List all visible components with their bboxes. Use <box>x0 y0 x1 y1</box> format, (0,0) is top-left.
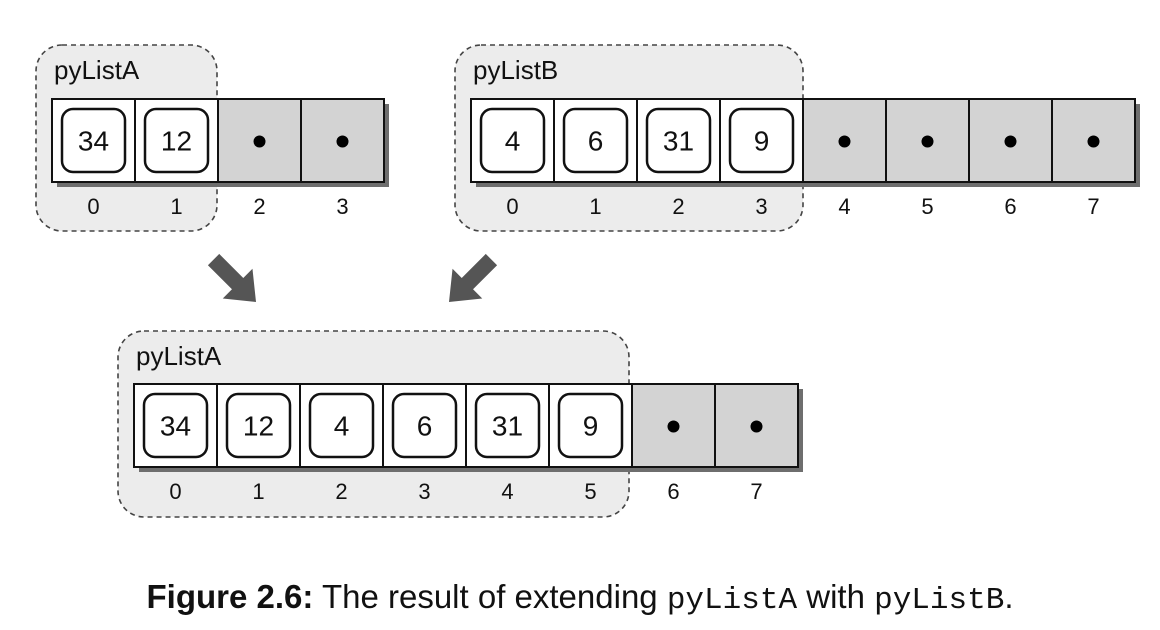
index-label-b-1: 1 <box>589 194 601 219</box>
value-text-a_after-3: 6 <box>417 411 433 442</box>
index-label-a_after-2: 2 <box>335 479 347 504</box>
value-text-a_before-0: 34 <box>78 126 109 157</box>
figure-caption: Figure 2.6: The result of extending pyLi… <box>0 578 1160 618</box>
value-box-a_after-1 <box>225 392 292 459</box>
caption-text-2: with <box>797 578 875 615</box>
index-label-a_after-0: 0 <box>169 479 181 504</box>
null-dot-icon-b-4 <box>838 135 851 148</box>
index-label-a_after-7: 7 <box>750 479 762 504</box>
value-box-a_before-1 <box>143 107 210 174</box>
index-label-a_before-1: 1 <box>170 194 182 219</box>
value-text-a_after-1: 12 <box>243 411 274 442</box>
index-label-a_before-2: 2 <box>253 194 265 219</box>
value-text-a_before-1: 12 <box>161 126 192 157</box>
value-text-a_after-5: 9 <box>583 411 599 442</box>
value-text-b-3: 9 <box>754 126 770 157</box>
index-label-a_after-1: 1 <box>252 479 264 504</box>
index-label-a_after-3: 3 <box>418 479 430 504</box>
index-label-a_after-4: 4 <box>501 479 513 504</box>
null-dot-icon-b-5 <box>921 135 934 148</box>
group-label-b: pyListB <box>473 55 558 85</box>
value-box-b-2 <box>645 107 712 174</box>
caption-code-pylista: pyListA <box>666 583 798 618</box>
index-label-b-0: 0 <box>506 194 518 219</box>
arrow-down-left-icon <box>449 253 498 302</box>
value-box-a_before-0 <box>60 107 127 174</box>
index-label-a_after-6: 6 <box>667 479 679 504</box>
arrow-down-right-icon <box>207 253 256 302</box>
group-label-a_after: pyListA <box>136 341 222 371</box>
index-label-b-3: 3 <box>755 194 767 219</box>
value-box-a_after-5 <box>557 392 624 459</box>
index-label-b-2: 2 <box>672 194 684 219</box>
value-text-b-0: 4 <box>505 126 521 157</box>
null-dot-icon-a_before-3 <box>336 135 349 148</box>
null-dot-icon-a_after-6 <box>667 420 680 433</box>
caption-text-1: The result of extending <box>313 578 667 615</box>
value-box-b-3 <box>728 107 795 174</box>
value-box-a_after-0 <box>142 392 209 459</box>
value-box-a_after-3 <box>391 392 458 459</box>
value-box-a_after-4 <box>474 392 541 459</box>
index-label-a_before-0: 0 <box>87 194 99 219</box>
value-box-b-1 <box>562 107 629 174</box>
value-text-a_after-2: 4 <box>334 411 350 442</box>
index-label-b-6: 6 <box>1004 194 1016 219</box>
index-label-b-7: 7 <box>1087 194 1099 219</box>
index-label-b-4: 4 <box>838 194 850 219</box>
index-label-b-5: 5 <box>921 194 933 219</box>
value-text-a_after-4: 31 <box>492 411 523 442</box>
null-dot-icon-b-7 <box>1087 135 1100 148</box>
value-box-b-0 <box>479 107 546 174</box>
null-dot-icon-a_after-7 <box>750 420 763 433</box>
value-text-b-1: 6 <box>588 126 604 157</box>
figure-number: Figure 2.6: <box>146 578 314 615</box>
value-box-a_after-2 <box>308 392 375 459</box>
null-dot-icon-b-6 <box>1004 135 1017 148</box>
null-dot-icon-a_before-2 <box>253 135 266 148</box>
index-label-a_after-5: 5 <box>584 479 596 504</box>
caption-text-3: . <box>1004 578 1014 615</box>
caption-code-pylistb: pyListB <box>874 583 1005 618</box>
group-label-a_before: pyListA <box>54 55 140 85</box>
value-text-b-2: 31 <box>663 126 694 157</box>
index-label-a_before-3: 3 <box>336 194 348 219</box>
value-text-a_after-0: 34 <box>160 411 191 442</box>
